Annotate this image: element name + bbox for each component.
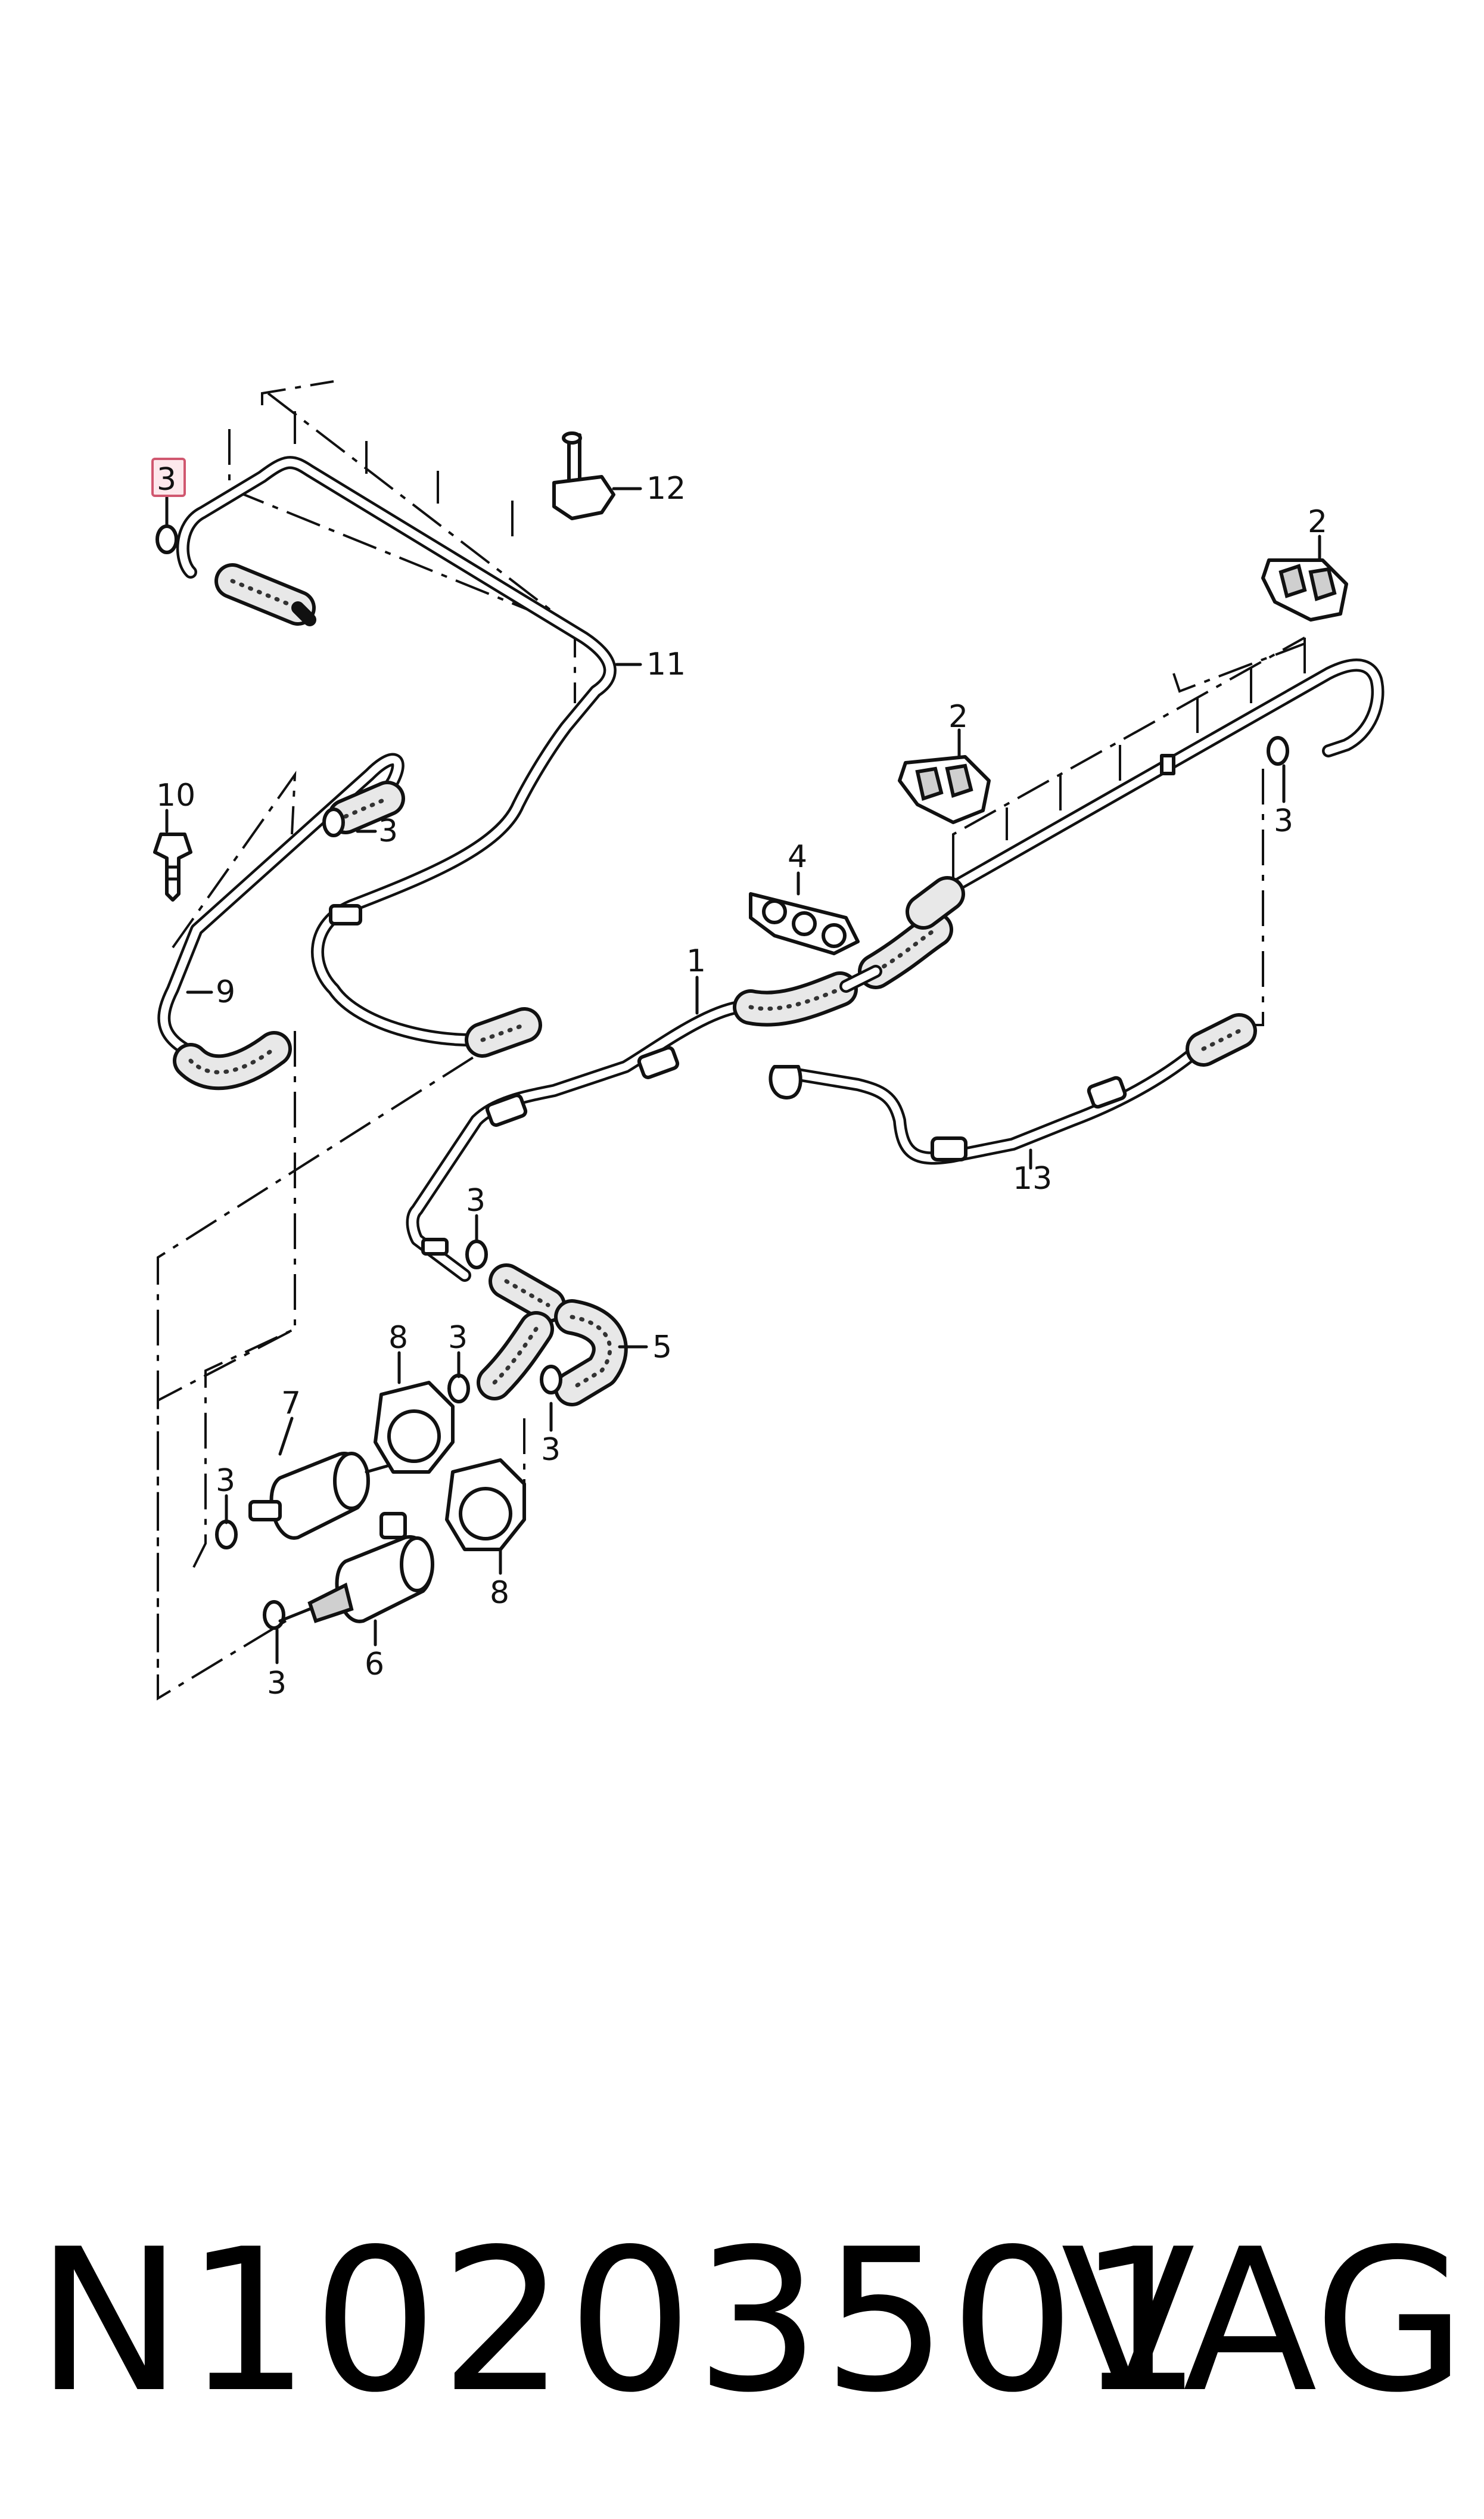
callouts: 3 12 11 2 2 4 1 10 3 9 3 13 3 5 8 3 7 3 … [151,458,1327,1701]
reference-frames [157,380,1306,1701]
callout-8-upper[interactable]: 8 [388,1320,408,1356]
pipe-1 [406,1001,745,1282]
clip-10 [153,833,192,902]
holder-8-lower [445,1458,526,1551]
pipe-13 [769,1013,1257,1165]
callout-3-hose5[interactable]: 3 [541,1432,561,1468]
clamps [155,524,1289,1630]
hose-11-lower [465,1007,542,1058]
holder-2-upper [1261,558,1348,622]
pipe-1-right [906,659,1385,930]
part-number: N10203501 [36,2207,1205,2436]
callout-3-holder8[interactable]: 3 [448,1320,468,1356]
holder-2-lower [898,755,991,824]
callout-2-lower[interactable]: 2 [948,699,968,735]
highlight-box [151,458,186,497]
pipe-11 [176,456,617,1047]
callout-7[interactable]: 7 [281,1386,301,1421]
callout-3-right[interactable]: 3 [1274,803,1293,839]
part-6 [278,1512,434,1623]
callout-1[interactable]: 1 [686,943,706,979]
callout-6[interactable]: 6 [365,1647,384,1682]
pipe-9 [157,753,405,1091]
callout-5[interactable]: 5 [652,1330,672,1365]
part-12 [552,431,615,520]
callout-9[interactable]: 9 [216,974,235,1010]
callout-3-part6[interactable]: 3 [267,1666,287,1701]
callout-2-upper[interactable]: 2 [1308,504,1327,540]
callout-11[interactable]: 11 [646,647,686,682]
callout-10[interactable]: 10 [156,778,195,813]
callout-3-pipe1[interactable]: 3 [466,1183,486,1219]
callout-13[interactable]: 13 [1013,1161,1052,1197]
callout-3-highlight[interactable]: 3 [157,462,176,498]
hose-1-main [733,912,953,1027]
callout-12[interactable]: 12 [646,471,686,507]
callout-8-lower[interactable]: 8 [490,1575,509,1611]
filter-7 [248,1452,389,1540]
holder-4 [749,892,860,955]
hose-11-upper [214,563,316,626]
hose-5 [477,1263,628,1406]
leader-lines [165,487,1321,1664]
callout-4[interactable]: 4 [788,839,807,875]
holder-8-upper [374,1381,455,1474]
callout-3-filter7[interactable]: 3 [216,1463,235,1499]
brand-name: VAG [1060,2207,1466,2436]
callout-3-pipe9[interactable]: 3 [378,813,398,849]
